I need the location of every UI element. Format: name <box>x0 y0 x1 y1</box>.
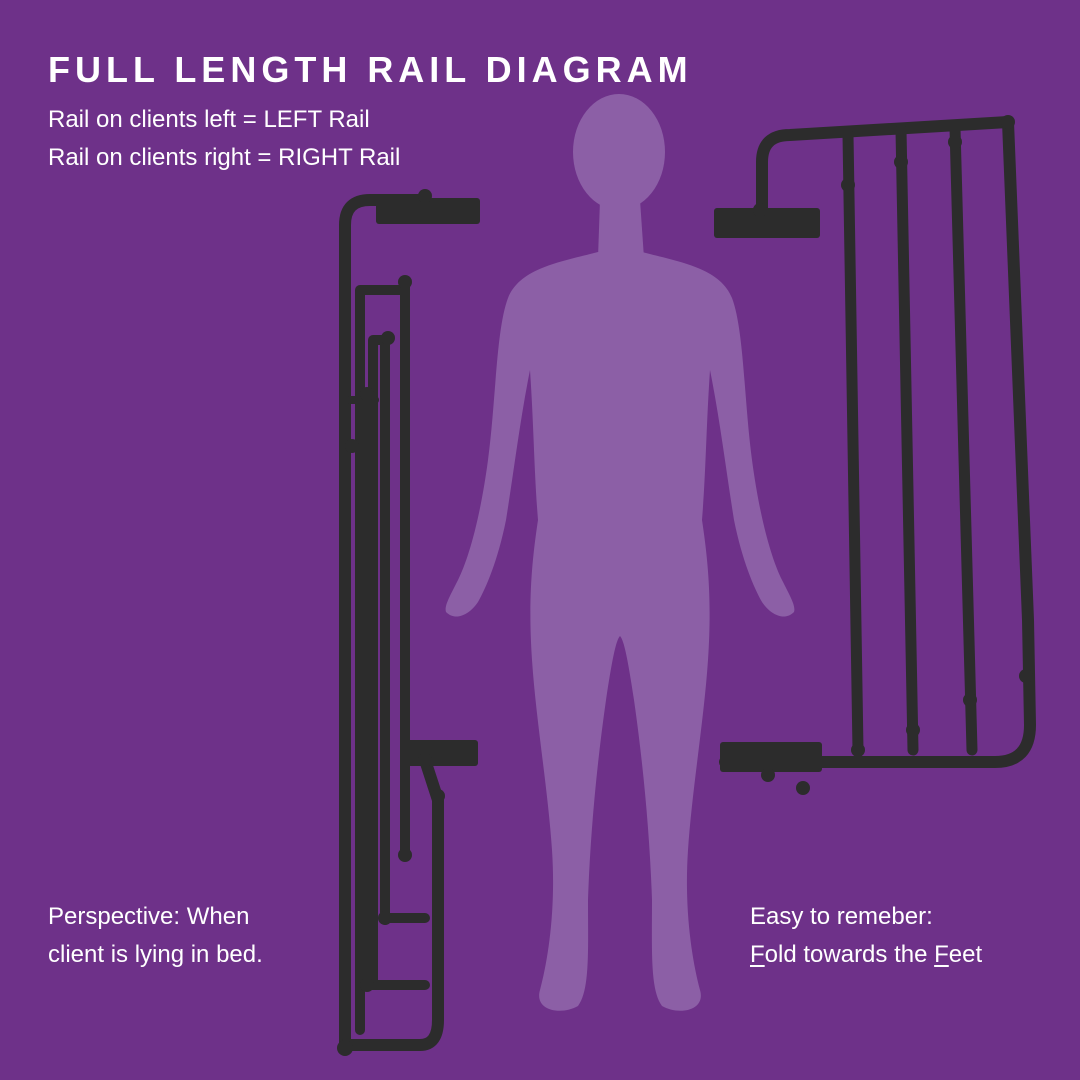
left-rail-brackets <box>337 189 480 1056</box>
feet-rest: eet <box>948 941 983 968</box>
perspective-note: Perspective: When client is lying in bed… <box>48 898 263 974</box>
remember-note: Easy to remeber: Fold towards the Feet <box>750 898 982 974</box>
page-title: FULL LENGTH RAIL DIAGRAM <box>48 49 693 90</box>
left-rail-illustration <box>339 194 444 1051</box>
right-rail-brackets <box>714 115 1033 795</box>
right-rail-illustration <box>719 116 1036 768</box>
right-rail-definition: Rail on clients right = RIGHT Rail <box>48 144 401 171</box>
left-rail-definition: Rail on clients left = LEFT Rail <box>48 106 370 133</box>
remember-line-1: Easy to remeber: <box>750 903 933 930</box>
perspective-line-2: client is lying in bed. <box>48 941 263 968</box>
fold-rest: old towards the <box>764 941 935 968</box>
fold-initial: F <box>750 941 765 968</box>
feet-initial: F <box>934 941 949 968</box>
perspective-line-1: Perspective: When <box>48 903 250 930</box>
remember-line-2: Fold towards the Feet <box>750 936 982 974</box>
human-silhouette <box>445 94 795 1011</box>
